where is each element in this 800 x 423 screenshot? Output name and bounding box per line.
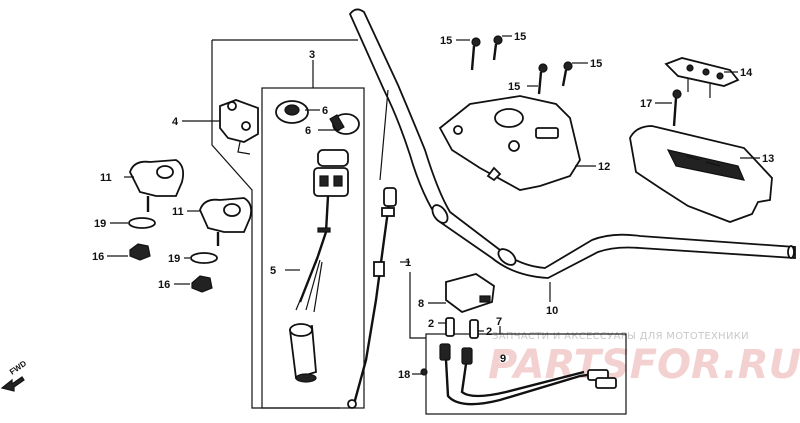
watermark-tagline: ЗАПЧАСТИ И АКСЕССУАРЫ ДЛЯ МОТОТЕХНИКИ [492, 331, 749, 342]
meter-cover [629, 125, 773, 223]
callout-11-lower: 11 [172, 206, 184, 218]
watermark: ЗАПЧАСТИ И АКСЕССУАРЫ ДЛЯ МОТОТЕХНИКИ PA… [488, 331, 800, 388]
watermark-logo: PARTSFOR.RU [488, 342, 800, 388]
ignition-switch [289, 149, 349, 383]
callout-15-b: 15 [514, 31, 526, 43]
callout-19-lower: 19 [168, 253, 180, 265]
callout-18: 18 [398, 369, 410, 381]
callout-9: 9 [500, 353, 506, 365]
callout-2-right: 2 [486, 326, 492, 338]
callout-16-upper: 16 [92, 251, 104, 263]
callout-numbers: 1 2 2 3 4 5 6 6 7 8 9 10 11 11 12 13 14 … [92, 31, 774, 381]
key-cover [275, 100, 309, 124]
washer-upper [128, 217, 156, 229]
callout-3: 3 [309, 49, 315, 61]
callout-16-lower: 16 [158, 279, 170, 291]
handlebar [348, 8, 796, 279]
fuse-left [445, 317, 455, 337]
callout-6-upper: 6 [322, 105, 328, 117]
handlebar-holder-lower [199, 197, 253, 246]
callout-2-left: 2 [428, 318, 434, 330]
callout-17: 17 [640, 98, 652, 110]
speedometer-cable [347, 89, 397, 409]
ignition-key [329, 113, 360, 135]
nut-lower [191, 275, 213, 293]
callout-15-c: 15 [508, 81, 520, 93]
meter-bracket [219, 99, 259, 155]
callout-10: 10 [546, 305, 558, 317]
leader-lines [107, 35, 760, 375]
nut-upper [129, 243, 151, 261]
handlebar-holder-upper [129, 159, 185, 197]
fuse-right [469, 319, 479, 339]
washer-lower [190, 252, 218, 264]
wire-harness [420, 343, 617, 406]
callout-13: 13 [762, 153, 774, 165]
callout-15-d: 15 [590, 58, 602, 70]
callout-8: 8 [418, 298, 424, 310]
callout-14: 14 [740, 67, 753, 79]
callout-11-upper: 11 [100, 172, 112, 184]
callout-6-lower: 6 [305, 125, 311, 137]
indicator-base [664, 57, 740, 98]
fwd-label: FWD [8, 359, 28, 377]
forward-direction-arrow-icon: FWD [0, 359, 28, 392]
relay-unit [445, 273, 495, 314]
meter-housing [438, 95, 581, 191]
callout-19-upper: 19 [94, 218, 106, 230]
callout-5: 5 [270, 265, 276, 277]
callout-4: 4 [172, 116, 179, 128]
screws [470, 35, 682, 127]
callout-7: 7 [496, 316, 502, 328]
callout-15-a: 15 [440, 35, 452, 47]
callout-12: 12 [598, 161, 610, 173]
callout-1: 1 [405, 257, 411, 269]
